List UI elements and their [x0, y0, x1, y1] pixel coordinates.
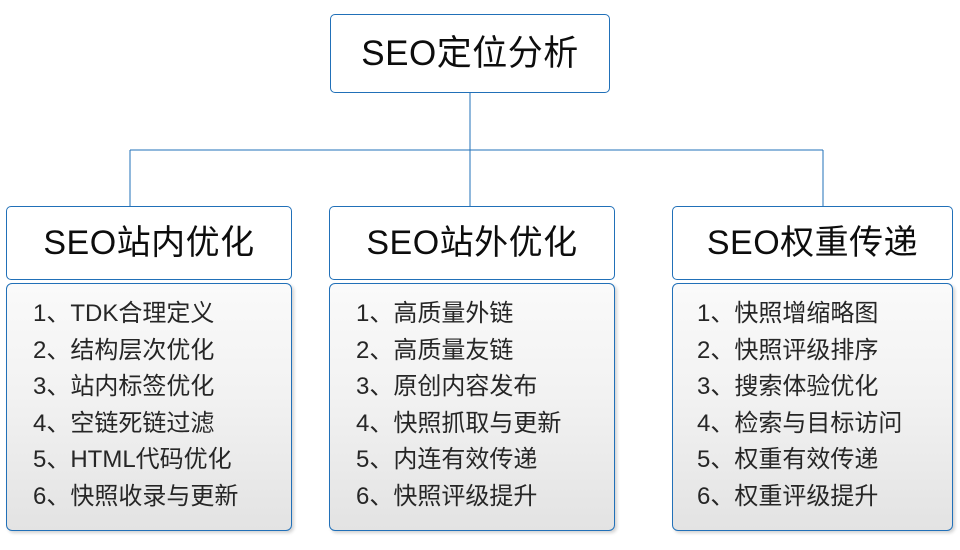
branch-item-list-1: 1、TDK合理定义 2、结构层次优化 3、站内标签优化 4、空链死链过滤 5、H… — [7, 296, 291, 515]
branch-header-label-1: SEO站内优化 — [43, 224, 255, 262]
list-item: 3、搜索体验优化 — [697, 373, 879, 400]
branch-header-3: SEO权重传递 — [672, 206, 953, 280]
list-item: 6、快照评级提升 — [356, 482, 538, 510]
list-item: 6、快照收录与更新 — [33, 482, 239, 510]
list-item: 1、快照增缩略图 — [697, 300, 879, 327]
list-item: 2、高质量友链 — [356, 336, 514, 364]
branch-item-list-3: 1、快照增缩略图 2、快照评级排序 3、搜索体验优化 4、检索与目标访问 5、权… — [673, 296, 952, 515]
list-item: 5、权重有效传递 — [697, 446, 879, 473]
branch-column-2: SEO站外优化 1、高质量外链 2、高质量友链 3、原创内容发布 4、快照抓取与… — [329, 206, 615, 531]
branch-header-2: SEO站外优化 — [329, 206, 615, 280]
branch-header-label-3: SEO权重传递 — [706, 224, 919, 262]
list-item: 1、高质量外链 — [356, 300, 514, 327]
branch-body-3: 1、快照增缩略图 2、快照评级排序 3、搜索体验优化 4、检索与目标访问 5、权… — [672, 283, 953, 531]
branch-header-1: SEO站内优化 — [6, 206, 292, 280]
list-item: 4、空链死链过滤 — [33, 409, 215, 437]
list-item: 5、内连有效传递 — [356, 446, 538, 473]
branch-body-2: 1、高质量外链 2、高质量友链 3、原创内容发布 4、快照抓取与更新 5、内连有… — [329, 283, 615, 531]
branch-column-3: SEO权重传递 1、快照增缩略图 2、快照评级排序 3、搜索体验优化 4、检索与… — [672, 206, 953, 531]
list-item: 2、结构层次优化 — [33, 336, 215, 364]
branch-column-1: SEO站内优化 1、TDK合理定义 2、结构层次优化 3、站内标签优化 4、空链… — [6, 206, 292, 531]
list-item: 4、检索与目标访问 — [697, 409, 903, 437]
root-node: SEO定位分析 — [330, 14, 610, 93]
list-item: 6、权重评级提升 — [697, 482, 879, 510]
list-item: 3、原创内容发布 — [356, 373, 538, 400]
list-item: 5、HTML代码优化 — [33, 446, 232, 473]
branch-item-list-2: 1、高质量外链 2、高质量友链 3、原创内容发布 4、快照抓取与更新 5、内连有… — [330, 296, 614, 515]
root-node-label: SEO定位分析 — [361, 34, 579, 73]
branch-body-1: 1、TDK合理定义 2、结构层次优化 3、站内标签优化 4、空链死链过滤 5、H… — [6, 283, 292, 531]
branch-header-label-2: SEO站外优化 — [366, 224, 578, 262]
list-item: 2、快照评级排序 — [697, 336, 879, 364]
list-item: 4、快照抓取与更新 — [356, 409, 562, 437]
list-item: 3、站内标签优化 — [33, 373, 215, 400]
list-item: 1、TDK合理定义 — [33, 300, 215, 327]
